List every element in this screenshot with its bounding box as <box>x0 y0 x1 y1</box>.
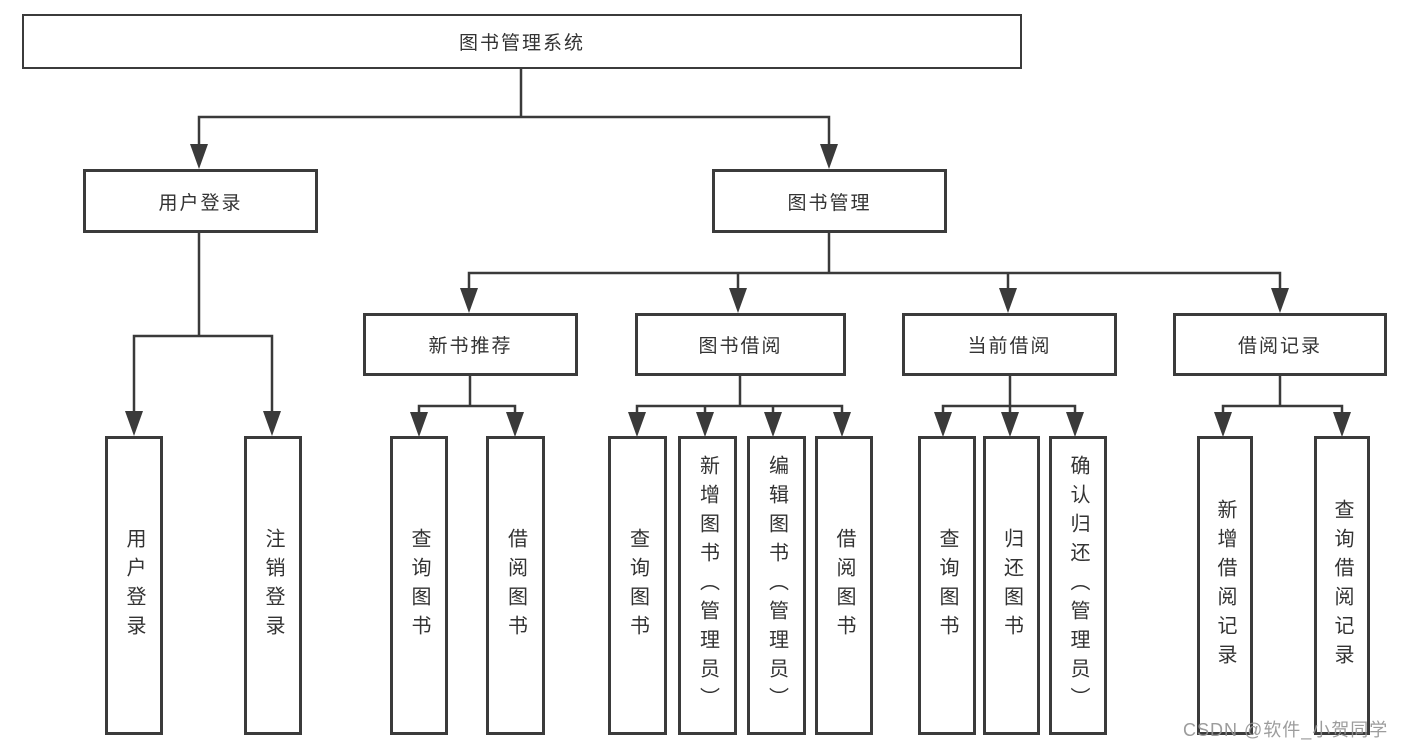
leaf-query-borrow-record: 查询借阅记录 <box>1314 436 1370 735</box>
leaf-query-books-borrow: 查询图书 <box>608 436 667 735</box>
leaf-borrow-books: 借阅图书 <box>815 436 873 735</box>
leaf-return-book: 归还图书 <box>983 436 1040 735</box>
leaf-add-borrow-record: 新增借阅记录 <box>1197 436 1253 735</box>
leaf-add-book-admin: 新增图书（管理员） <box>678 436 737 735</box>
leaf-edit-book-admin: 编辑图书（管理员） <box>747 436 806 735</box>
watermark: CSDN @软件_小贺同学 <box>1183 720 1389 740</box>
node-borrow-records: 借阅记录 <box>1173 313 1387 376</box>
node-current-borrow: 当前借阅 <box>902 313 1117 376</box>
node-root-system: 图书管理系统 <box>22 14 1022 69</box>
node-book-borrow: 图书借阅 <box>635 313 846 376</box>
leaf-logout: 注销登录 <box>244 436 302 735</box>
node-book-management: 图书管理 <box>712 169 947 233</box>
leaf-query-books-current: 查询图书 <box>918 436 976 735</box>
leaf-user-login: 用户登录 <box>105 436 163 735</box>
node-new-book-recommend: 新书推荐 <box>363 313 578 376</box>
leaf-borrow-books-recommend: 借阅图书 <box>486 436 545 735</box>
leaf-confirm-return-admin: 确认归还（管理员） <box>1049 436 1107 735</box>
node-user-login: 用户登录 <box>83 169 318 233</box>
leaf-query-books-recommend: 查询图书 <box>390 436 448 735</box>
